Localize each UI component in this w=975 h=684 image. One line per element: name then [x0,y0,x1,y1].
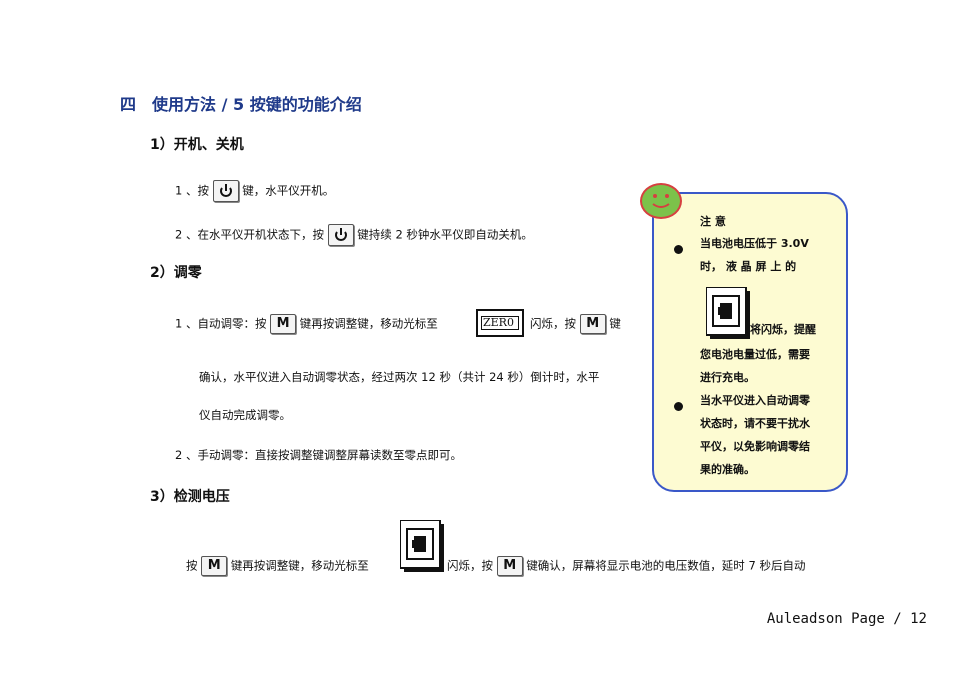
voltage-b: 键再按调整键，移动光标至 [230,558,369,573]
power-on-line: 1 、按 键，水平仪开机。 [175,180,334,202]
auto-zero-a: 1 、自动调零：按 [175,316,267,331]
zero-display-text: ZER0 [481,316,519,330]
note-b1-l3: 将闪烁，提醒 [750,323,816,336]
note-b1-l5: 进行充电。 [700,371,755,384]
battery-display-icon [399,519,444,572]
m-key-icon: M [270,314,297,334]
voltage-line-end: 闪烁，按 M 键确认，屏幕将显示电池的电压数值，延时 7 秒后自动 [447,556,805,576]
voltage-a: 按 [186,558,198,573]
note-bullet-icon [674,239,683,258]
voltage-c: 闪烁，按 [447,558,493,573]
zero-display-icon: ZER0 [476,309,524,337]
heading-voltage: 3）检测电压 [150,489,230,505]
note-bullet-icon [674,396,683,415]
auto-zero-d: 键 [609,316,621,331]
m-key-icon: M [579,314,606,334]
page-footer: Auleadson Page / 12 [766,611,927,627]
m-key-icon: M [201,556,228,576]
note-b2-l4: 果的准确。 [700,463,755,476]
voltage-d: 键确认，屏幕将显示电池的电压数值，延时 7 秒后自动 [526,558,806,573]
auto-zero-line-3: 仪自动完成调零。 [199,408,291,422]
voltage-line-start: 按 M 键再按调整键，移动光标至 [186,556,369,576]
power-on-post: 键，水平仪开机。 [242,183,335,198]
note-b1-l1: 当电池电压低于 3.0V [700,237,809,250]
battery-display-icon [705,286,750,339]
auto-zero-line-2: 确认，水平仪进入自动调零状态，经过两次 12 秒（共计 24 秒）倒计时，水平 [199,370,600,384]
power-off-line: 2 、在水平仪开机状态下，按 键持续 2 秒钟水平仪即自动关机。 [175,224,533,246]
heading-zeroing: 2）调零 [150,265,202,281]
power-key-icon [327,224,354,246]
power-on-pre: 1 、按 [175,183,209,198]
power-off-post: 键持续 2 秒钟水平仪即自动关机。 [357,227,533,242]
note-b2-l1: 当水平仪进入自动调零 [700,394,810,407]
note-b2-l3: 平仪，以免影响调零结 [700,440,810,453]
heading-power: 1）开机、关机 [150,137,244,153]
power-off-pre: 2 、在水平仪开机状态下，按 [175,227,324,242]
manual-zero-line: 2 、手动调零：直接按调整键调整屏幕读数至零点即可。 [175,448,462,462]
note-b1-l2: 时， 液 晶 屏 上 的 [700,260,797,273]
m-key-icon: M [496,556,523,576]
note-title: 注 意 [700,215,726,228]
auto-zero-line-end: 闪烁，按 M 键 [530,314,621,334]
auto-zero-line: 1 、自动调零：按 M 键再按调整键，移动光标至 [175,314,438,334]
section-title: 四 使用方法 / 5 按键的功能介绍 [120,95,362,114]
auto-zero-b: 键再按调整键，移动光标至 [299,316,438,331]
auto-zero-c: 闪烁，按 [530,316,576,331]
note-b1-l4: 您电池电量过低，需要 [700,348,810,361]
note-box [652,192,848,492]
power-key-icon [212,180,239,202]
note-b2-l2: 状态时，请不要干扰水 [700,417,810,430]
smiley-icon [640,183,682,219]
